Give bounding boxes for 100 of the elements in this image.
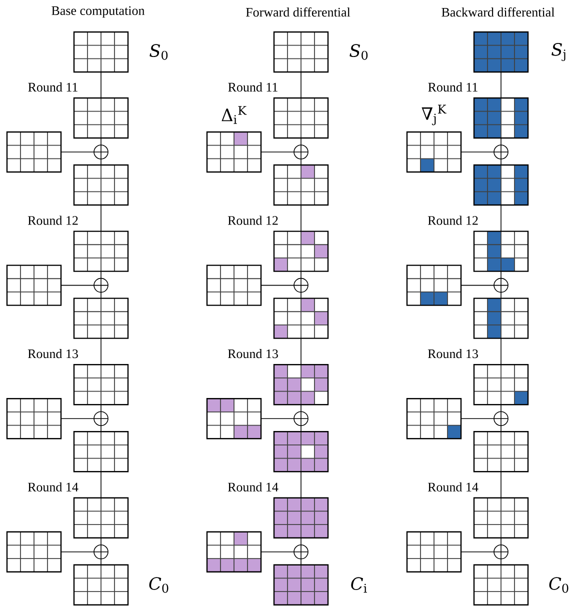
xor-symbol [294,278,308,293]
state-grid [273,564,329,606]
state-grid [73,564,129,606]
connector-line [300,338,302,365]
round-label: Round 11 [28,82,78,92]
connector-line [500,404,502,412]
column-title: Backward differential [442,7,554,17]
round-label: Round 11 [428,82,478,92]
connector-line [300,138,302,146]
round-label: Round 13 [28,349,78,358]
state-grid [6,398,62,440]
state-grid [206,131,262,173]
state-grid [273,164,329,206]
state-grid [473,298,529,339]
xor-symbol [94,144,108,160]
state-symbol: ∇$_{j}$K [422,104,446,126]
state-grid [473,230,529,272]
connector-line [100,158,102,166]
state-grid [206,531,262,572]
state-grid [6,264,62,306]
connector-line [300,404,302,412]
xor-symbol [294,544,308,560]
state-grid [73,298,129,339]
connector-line [100,292,102,299]
state-grid [273,31,329,73]
state-grid [273,364,329,406]
state-grid [6,131,62,173]
xor-symbol [494,144,508,160]
state-symbol: S$_{j}$ [552,42,566,62]
state-grid [73,364,129,406]
state-symbol: S$_{0}$ [350,44,368,60]
state-grid [473,564,529,606]
connector-line [500,471,502,498]
state-symbol: C$_{0}$ [149,577,168,593]
connector-line [100,471,102,498]
round-label: Round 13 [228,349,278,358]
connector-line [300,158,302,166]
connector-line [500,204,502,232]
connector-line [100,404,102,412]
state-grid [73,431,129,472]
connector-line [100,558,102,566]
state-grid [73,497,129,538]
connector-line [500,138,502,146]
xor-symbol [494,278,508,293]
state-symbol: C$_{0}$ [549,577,568,593]
state-symbol: S$_{0}$ [150,44,168,60]
connector-line [500,558,502,566]
round-label: Round 14 [428,482,478,492]
connector-line [460,284,494,286]
connector-line [100,138,102,146]
state-grid [73,164,129,206]
connector-line [60,418,94,419]
column-title: Base computation [52,6,145,18]
connector-line [300,538,302,546]
state-grid [6,531,62,572]
connector-line [100,270,102,279]
connector-line [260,284,294,286]
connector-line [100,204,102,232]
state-grid [273,497,329,538]
state-grid [473,431,529,472]
connector-line [500,292,502,299]
connector-line [60,284,94,286]
connector-line [500,270,502,279]
state-grid [473,31,529,73]
xor-symbol [494,411,508,426]
connector-line [100,425,102,432]
round-label: Round 12 [428,216,478,225]
state-grid [273,230,329,272]
state-grid [273,431,329,472]
connector-line [500,158,502,166]
connector-line [300,204,302,232]
connector-line [500,338,502,365]
round-label: Round 12 [228,216,278,225]
connector-line [500,425,502,432]
xor-symbol [94,411,108,426]
state-grid [473,497,529,538]
round-label: Round 14 [28,482,78,492]
state-grid [473,97,529,139]
connector-line [100,72,102,98]
connector-line [260,418,294,419]
round-label: Round 13 [428,349,478,358]
state-grid [473,164,529,206]
state-grid [73,97,129,139]
state-grid [206,264,262,306]
state-grid [406,398,462,440]
state-symbol: Δ$_{i}$K [222,106,247,124]
state-grid [406,131,462,173]
xor-symbol [94,278,108,293]
xor-symbol [294,144,308,160]
state-grid [473,364,529,406]
state-grid [406,264,462,306]
column-title: Forward differential [246,7,350,17]
state-grid [273,298,329,339]
round-label: Round 14 [228,482,278,492]
connector-line [300,471,302,498]
state-grid [273,97,329,139]
state-grid [73,230,129,272]
connector-line [300,270,302,279]
round-label: Round 12 [28,216,78,225]
xor-symbol [294,411,308,426]
